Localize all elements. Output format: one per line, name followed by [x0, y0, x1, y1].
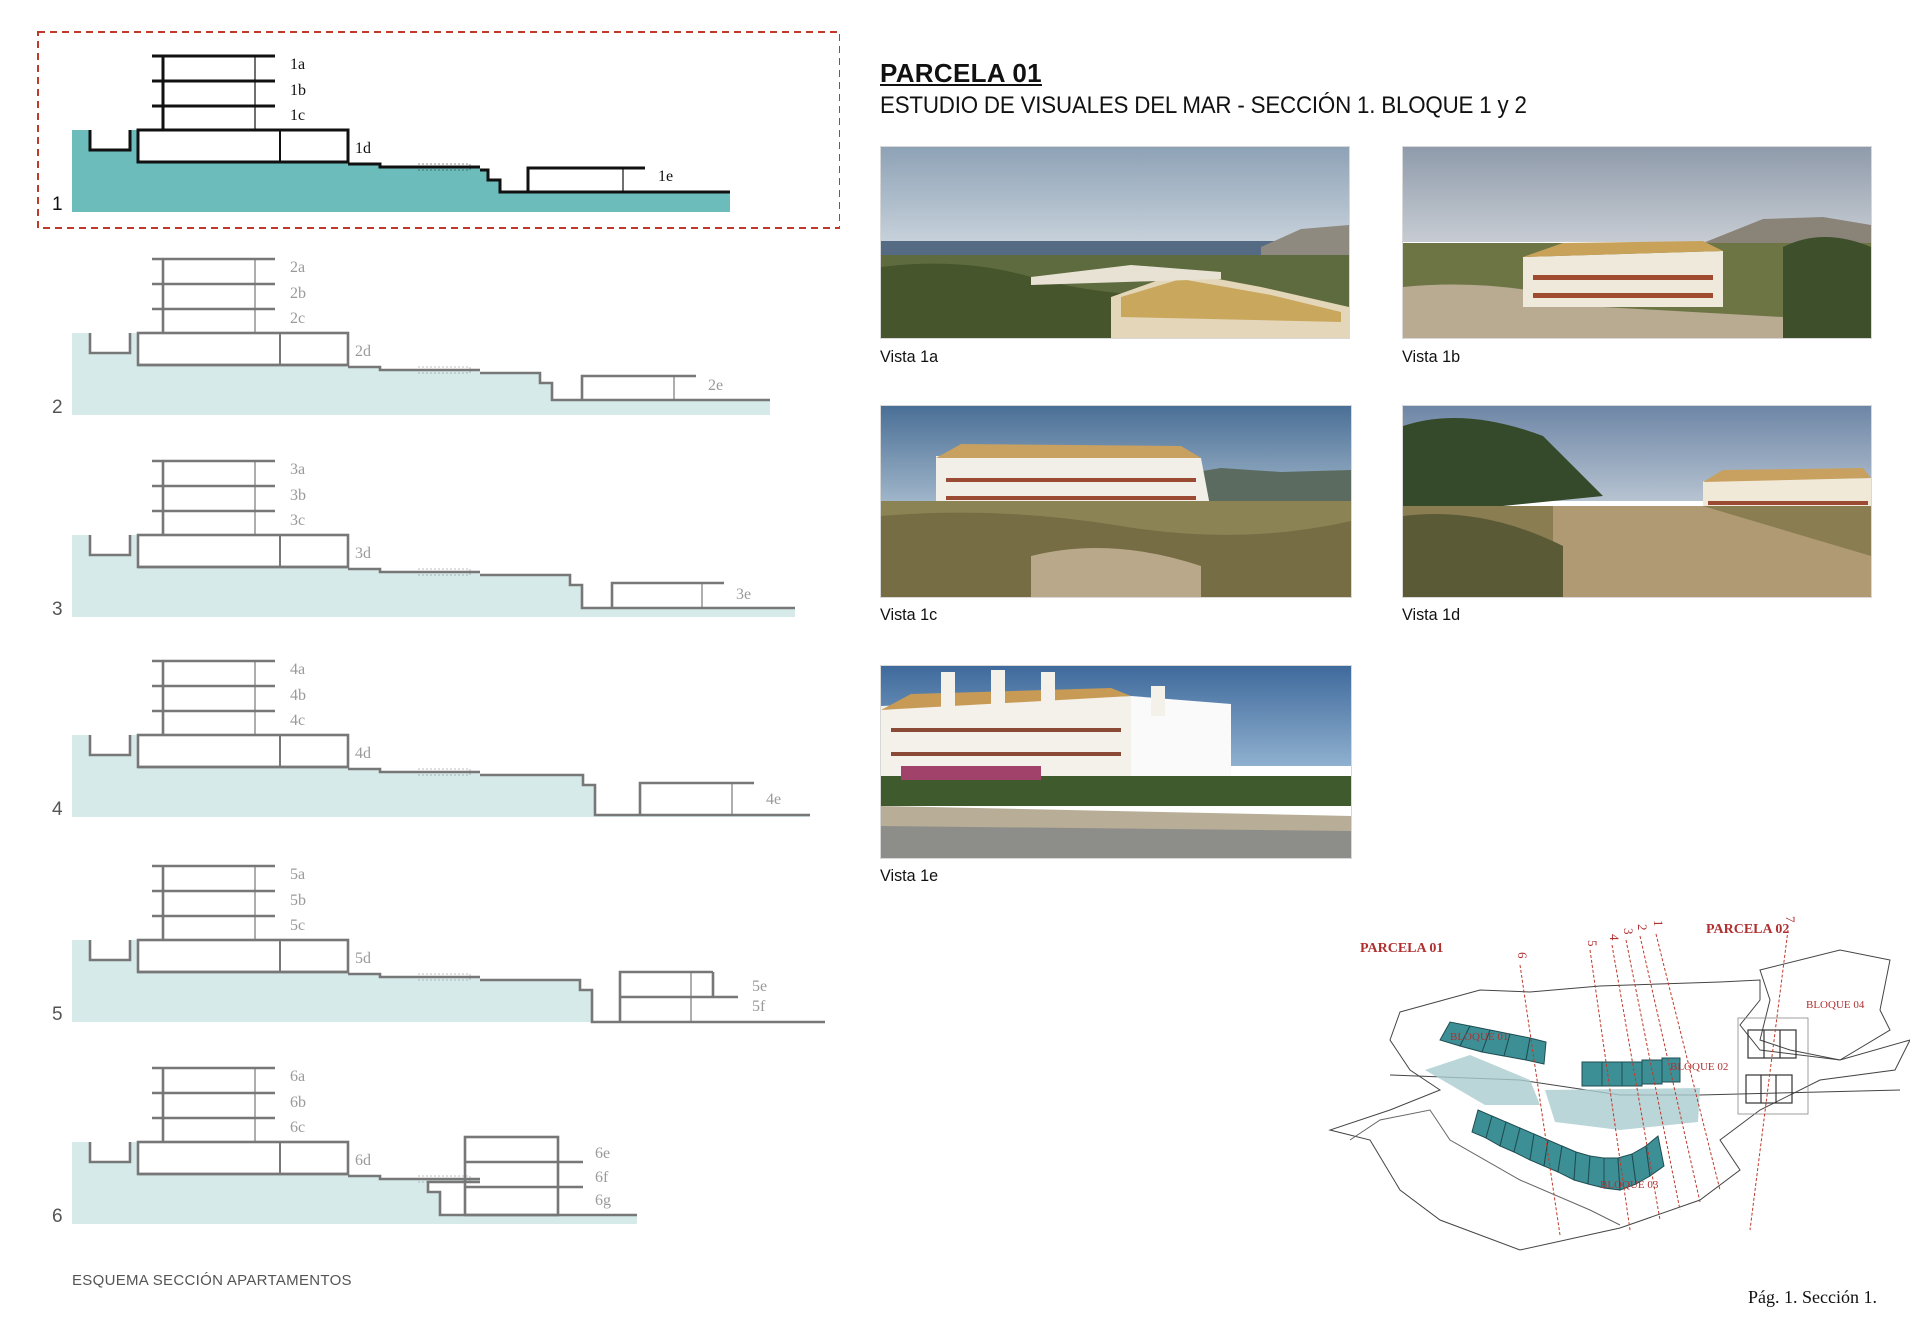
section-1: 1 1a 1b 1c 1d 1e [37, 31, 840, 229]
section-label: 4d [355, 745, 371, 762]
plan-line-4: 4 [1607, 934, 1622, 941]
section-label: 3d [355, 545, 371, 562]
caption-vista-1a: Vista 1a [880, 347, 939, 366]
section-label: 6c [290, 1119, 305, 1136]
section-5: 5 5a 5b 5c 5d 5e 5f [52, 864, 825, 1025]
caption-vista-1b: Vista 1b [1402, 347, 1461, 366]
section-label: 2c [290, 310, 305, 327]
section-label: 5e [752, 978, 767, 995]
plan-parcela-01: PARCELA 01 [1360, 941, 1443, 956]
section-2: 2 2a 2b 2c 2d 2e [52, 257, 770, 418]
section-label: 5d [355, 950, 371, 967]
plan-bloque-04: BLOQUE 04 [1806, 999, 1865, 1011]
section-label: 3b [290, 487, 306, 504]
section-number: 5 [52, 1004, 63, 1025]
section-diagrams: 1 1a 1b 1c 1d 1e 2 2a 2b 2c 2d 2e 3 3a 3b 3c 3d 3e 4 4a 4b 4c… [37, 31, 840, 1227]
section-label: 4b [290, 687, 306, 704]
section-label: 2e [708, 377, 723, 394]
section-label: 4a [290, 661, 305, 678]
section-6: 6 6a 6b 6c 6d 6e 6f 6g [52, 1066, 637, 1227]
section-label: 6d [355, 1152, 371, 1169]
section-label: 2a [290, 259, 305, 276]
plan-line-1: 1 [1651, 920, 1666, 927]
plan-bloque-02: BLOQUE 02 [1670, 1061, 1728, 1073]
section-label: 1b [290, 82, 306, 99]
section-label: 2d [355, 343, 371, 360]
section-label: 3c [290, 512, 305, 529]
section-label: 4e [766, 791, 781, 808]
plan-line-5: 5 [1585, 940, 1600, 947]
plan-line-3: 3 [1621, 928, 1636, 935]
section-label: 2b [290, 285, 306, 302]
section-label: 1e [658, 168, 673, 185]
section-label: 3e [736, 586, 751, 603]
section-label: 4c [290, 712, 305, 729]
section-label: 5a [290, 866, 305, 883]
section-4: 4 4a 4b 4c 4d 4e [52, 659, 810, 820]
section-label: 6f [595, 1169, 609, 1186]
section-label: 6e [595, 1145, 610, 1162]
plan-line-6: 6 [1515, 952, 1530, 959]
page-number: Pág. 1. Sección 1. [1748, 1287, 1877, 1307]
photo-vista-1c [880, 405, 1352, 598]
section-label: 1c [290, 107, 305, 124]
plan-line-7: 7 [1783, 916, 1798, 923]
caption-vista-1e: Vista 1e [880, 866, 939, 885]
section-number: 2 [52, 397, 63, 418]
page-subtitle: ESTUDIO DE VISUALES DEL MAR - SECCIÓN 1.… [880, 92, 1527, 119]
section-number: 6 [52, 1206, 63, 1227]
photo-vista-1e [880, 665, 1352, 859]
plan-bloque-01: BLOQUE 01 [1450, 1031, 1508, 1043]
photo-vista-1b [1402, 146, 1872, 339]
page-title: PARCELA 01 [880, 58, 1042, 88]
section-number: 3 [52, 599, 63, 620]
plan-parcela-02: PARCELA 02 [1706, 922, 1789, 937]
site-plan: 6 5 4 3 2 1 7 PARCELA 01 PARCELA 02 BLOQ… [1328, 916, 1910, 1251]
section-label: 6a [290, 1068, 305, 1085]
caption-vista-1c: Vista 1c [880, 605, 938, 624]
section-label: 5b [290, 892, 306, 909]
section-label: 1d [355, 140, 371, 157]
section-3: 3 3a 3b 3c 3d 3e [52, 459, 795, 620]
footer-caption: ESQUEMA SECCIÓN APARTAMENTOS [72, 1272, 352, 1289]
section-label: 1a [290, 56, 305, 73]
plan-bloque-03: BLOQUE 03 [1600, 1179, 1659, 1191]
section-number: 1 [52, 194, 63, 215]
photo-vista-1a [880, 146, 1350, 339]
section-label: 6g [595, 1192, 611, 1209]
section-label: 6b [290, 1094, 306, 1111]
photo-vista-1d [1402, 405, 1872, 598]
section-number: 4 [52, 799, 63, 820]
section-label: 5f [752, 998, 766, 1015]
section-label: 5c [290, 917, 305, 934]
section-label: 3a [290, 461, 305, 478]
caption-vista-1d: Vista 1d [1402, 605, 1461, 624]
plan-line-2: 2 [1635, 924, 1650, 931]
